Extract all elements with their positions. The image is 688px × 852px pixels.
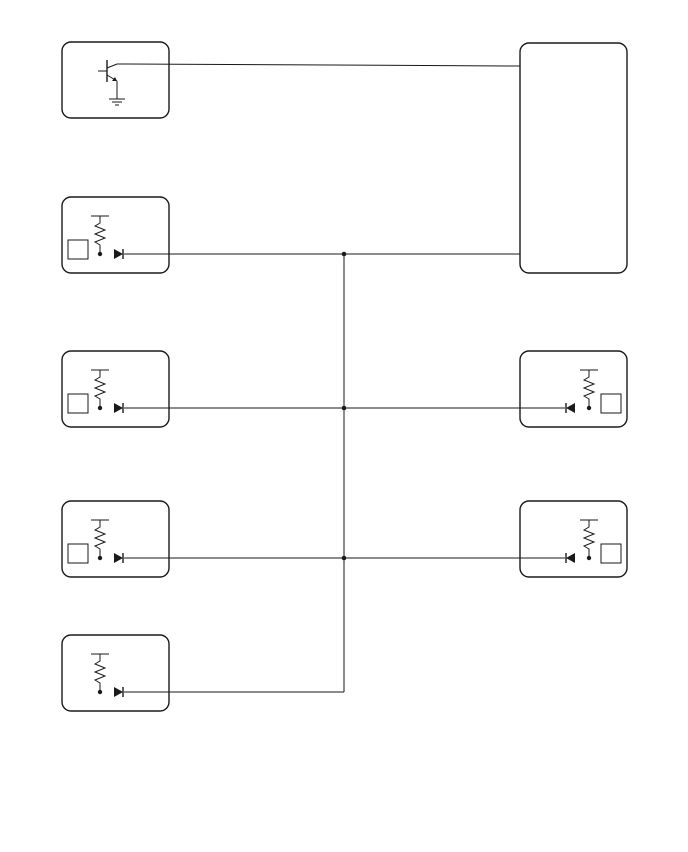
right-module-3-box [519,500,628,578]
left-module-1-diode [114,249,123,259]
control-unit-box [519,42,628,274]
right-module-2-node-dot [586,405,592,411]
right-module-3 [519,500,628,578]
left-module-3-box [61,500,170,578]
right-module-2-box [519,350,628,428]
bus-junction-row-1 [341,251,347,257]
left-module-2-box [61,350,170,428]
left-module-1-box [61,196,170,274]
left-module-2-resistor [93,370,107,408]
bus-junction-row-2 [341,405,347,411]
left-module-1-connector-box [67,239,89,260]
transistor-module-emitter-arrow [112,77,117,81]
right-module-3-resistor [582,520,596,558]
transistor-module-box [61,41,170,119]
left-module-3 [61,500,170,578]
left-module-1-node-dot [97,251,103,257]
right-module-2-diode [566,403,575,413]
transistor-module-collector [106,63,118,69]
wires-layer [123,63,565,693]
right-module-3-node-dot [586,555,592,561]
left-module-4-resistor [93,654,107,692]
left-module-4-box [61,634,170,712]
left-module-2 [61,350,170,428]
left-module-4 [61,634,170,712]
bus-junction-row-3 [341,555,347,561]
right-module-3-connector-box [600,543,622,564]
right-module-2-connector-box [600,393,622,414]
modules-layer [61,41,628,712]
left-module-2-diode [114,403,123,413]
left-module-4-diode [114,687,123,697]
left-module-2-node-dot [97,405,103,411]
control-unit [519,42,628,274]
transistor-module [61,41,170,119]
left-module-2-connector-box [67,393,89,414]
left-module-3-node-dot [97,555,103,561]
left-module-3-connector-box [67,543,89,564]
right-module-3-diode [566,553,575,563]
left-module-1 [61,196,170,274]
left-module-3-resistor [93,520,107,558]
left-module-4-node-dot [97,689,103,695]
left-module-1-resistor [93,216,107,254]
left-module-3-diode [114,553,123,563]
wire-transistor-to-control [123,63,521,67]
right-module-2 [519,350,628,428]
right-module-2-resistor [582,370,596,408]
